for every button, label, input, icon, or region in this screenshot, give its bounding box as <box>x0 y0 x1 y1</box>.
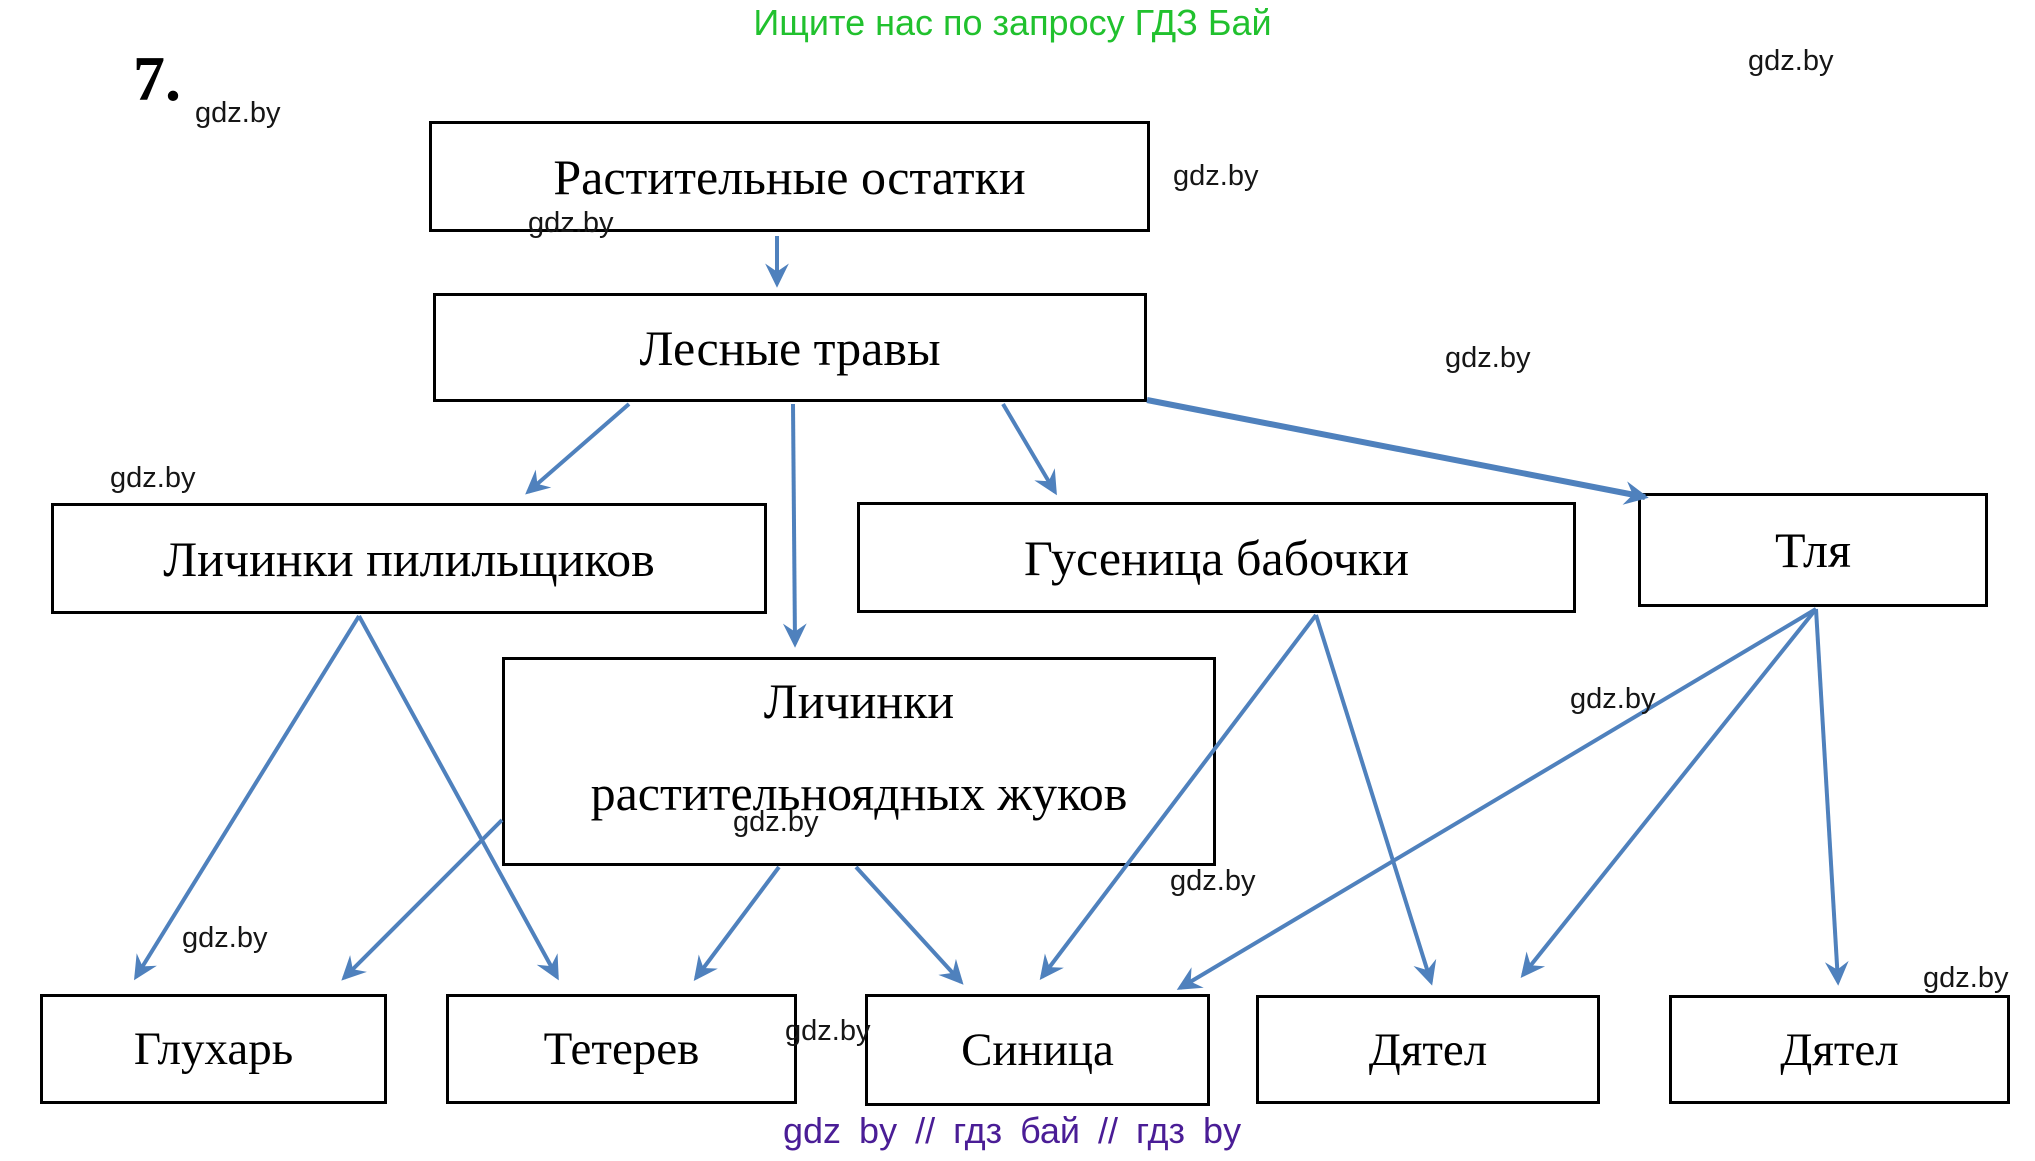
node-rastitelnye-ostatki: Растительные остатки <box>429 121 1150 232</box>
arrow-lichinki-zhukov-to-teterev <box>693 865 781 982</box>
node-label: Гусеница бабочки <box>1024 529 1409 586</box>
arrow-lesnye-travy-to-lichinki-pililshchikov <box>525 402 631 495</box>
gdz-watermark: gdz.by <box>1923 962 2009 994</box>
gdz-watermark: gdz.by <box>195 97 281 129</box>
arrow-gusenitsa-babochki-to-dyatel-1 <box>1314 614 1437 986</box>
node-label: Тля <box>1774 522 1851 578</box>
node-lesnye-travy: Лесные травы <box>433 293 1147 402</box>
node-label: Синица <box>961 1024 1114 1076</box>
node-glukhar: Глухарь <box>40 994 387 1104</box>
exercise-number: 7. <box>133 43 181 114</box>
arrow-lichinki-zhukov-to-sinitsa <box>854 865 964 985</box>
arrow-tlya-to-dyatel-2 <box>1814 608 1849 986</box>
gdz-watermark: gdz.by <box>110 462 196 494</box>
arrow-lesnye-travy-to-tlya <box>1146 397 1649 505</box>
node-teterev: Тетерев <box>446 994 797 1104</box>
arrow-lesnye-travy-to-lichinki-zhukov <box>782 403 807 648</box>
node-lichinki-pililshchikov: Личинки пилильщиков <box>51 503 767 614</box>
node-dyatel-1: Дятел <box>1256 995 1600 1104</box>
footer-search-terms: gdz by // гдз бай // гдз by <box>783 1110 1242 1151</box>
gdz-watermark: gdz.by <box>1170 865 1256 897</box>
promo-header: Ищите нас по запросу ГДЗ Бай <box>753 2 1272 43</box>
arrow-lesnye-travy-to-gusenitsa-babochki <box>1001 402 1057 496</box>
gdz-watermark: gdz.by <box>182 922 268 954</box>
arrow-lichinki-zhukov-to-glukhar <box>341 818 504 981</box>
gdz-watermark: gdz.by <box>733 806 819 838</box>
gdz-watermark: gdz.by <box>1748 45 1834 77</box>
gdz-watermark: gdz.by <box>528 207 614 239</box>
node-label: Лесные травы <box>639 319 941 376</box>
node-sinitsa: Синица <box>865 994 1210 1106</box>
node-label: Дятел <box>1780 1023 1899 1076</box>
node-label: Тетерев <box>543 1023 700 1075</box>
node-lichinki-zhukov: Личинки растительноядных жуков <box>502 657 1216 866</box>
gdz-watermark: gdz.by <box>1173 160 1259 192</box>
arrow-tlya-to-dyatel-1 <box>1520 607 1818 978</box>
node-gusenitsa-babochki: Гусеница бабочки <box>857 502 1576 613</box>
node-label: Личинки пилильщиков <box>163 530 655 587</box>
arrow-tlya-to-sinitsa <box>1176 607 1818 990</box>
node-dyatel-2: Дятел <box>1669 995 2010 1104</box>
node-label: Глухарь <box>133 1023 294 1075</box>
gdz-watermark: gdz.by <box>1445 342 1531 374</box>
node-label: Дятел <box>1368 1023 1488 1076</box>
gdz-watermark: gdz.by <box>785 1015 871 1047</box>
node-label-line2: растительноядных жуков <box>590 764 1128 821</box>
gdz-watermark: gdz.by <box>1570 683 1656 715</box>
node-tlya: Тля <box>1638 493 1988 607</box>
node-label: Растительные остатки <box>553 148 1026 205</box>
node-label-line1: Личинки <box>763 672 955 729</box>
